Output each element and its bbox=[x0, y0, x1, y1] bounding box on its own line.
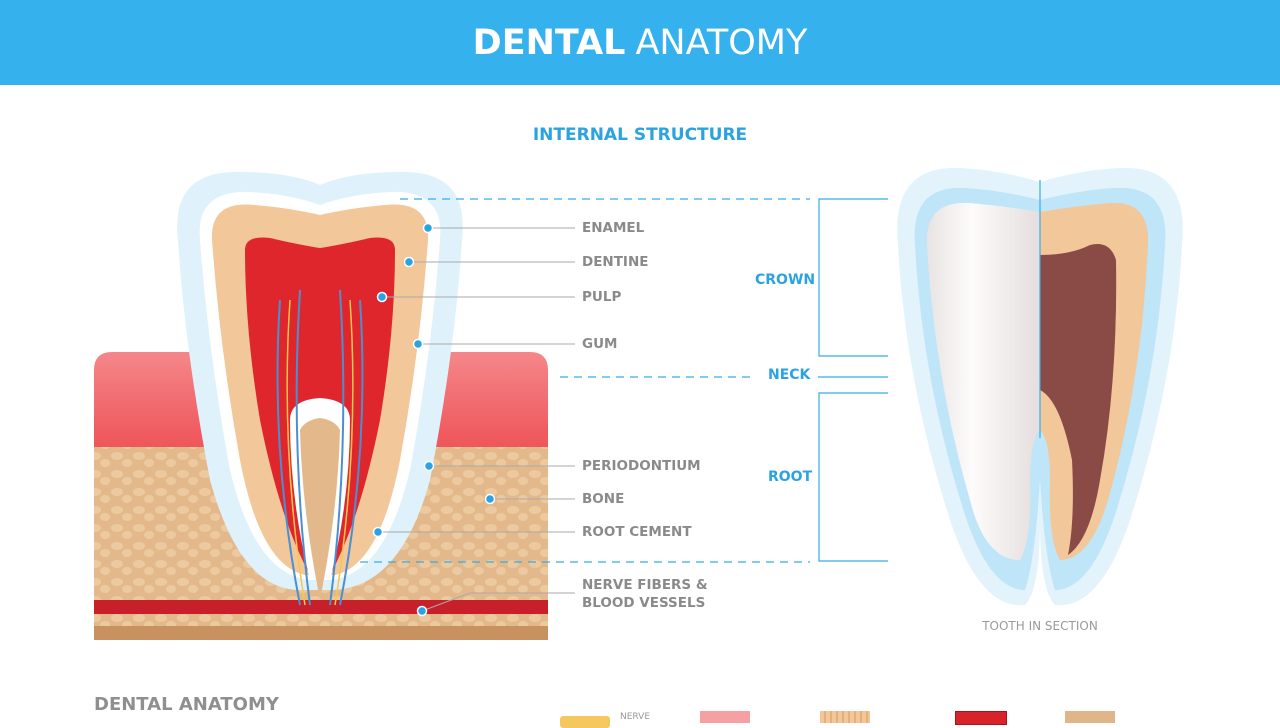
label-dentine: DENTINE bbox=[582, 254, 649, 270]
legend-swatch-gum bbox=[700, 711, 750, 723]
section-brackets bbox=[360, 198, 888, 563]
label-nerve-fibers: NERVE FIBERS & bbox=[582, 577, 708, 593]
tooth-cross-section bbox=[177, 171, 463, 606]
leader-lines bbox=[378, 227, 575, 612]
section-title: INTERNAL STRUCTURE bbox=[532, 125, 748, 145]
label-gum: GUM bbox=[582, 336, 618, 352]
legend-swatch-nerve bbox=[560, 716, 610, 728]
legend-swatch-dentine bbox=[820, 711, 870, 723]
vessel-canal bbox=[94, 600, 548, 614]
label-enamel: ENAMEL bbox=[582, 220, 645, 236]
tooth-in-section bbox=[897, 167, 1183, 606]
label-bone: BONE bbox=[582, 491, 625, 507]
label-root: ROOT bbox=[768, 469, 813, 485]
title-light: ANATOMY bbox=[635, 22, 808, 63]
header-banner: DENTAL ANATOMY bbox=[0, 0, 1280, 85]
legend-swatch-bone bbox=[1065, 711, 1115, 723]
label-dots bbox=[372, 222, 496, 617]
legend-label-nerve: NERVE bbox=[620, 712, 651, 722]
label-root-cement: ROOT CEMENT bbox=[582, 524, 692, 540]
label-periodontium: PERIODONTIUM bbox=[582, 458, 701, 474]
label-neck: NECK bbox=[768, 367, 811, 383]
title-bold: DENTAL bbox=[472, 22, 626, 63]
tooth-section-caption: TOOTH IN SECTION bbox=[982, 619, 1098, 633]
label-blood-vessels: BLOOD VESSELS bbox=[582, 595, 706, 611]
legend-swatch-pulp bbox=[955, 711, 1007, 725]
label-pulp: PULP bbox=[582, 289, 622, 305]
label-crown: CROWN bbox=[755, 272, 816, 288]
footer-title: DENTAL ANATOMY bbox=[94, 694, 279, 715]
